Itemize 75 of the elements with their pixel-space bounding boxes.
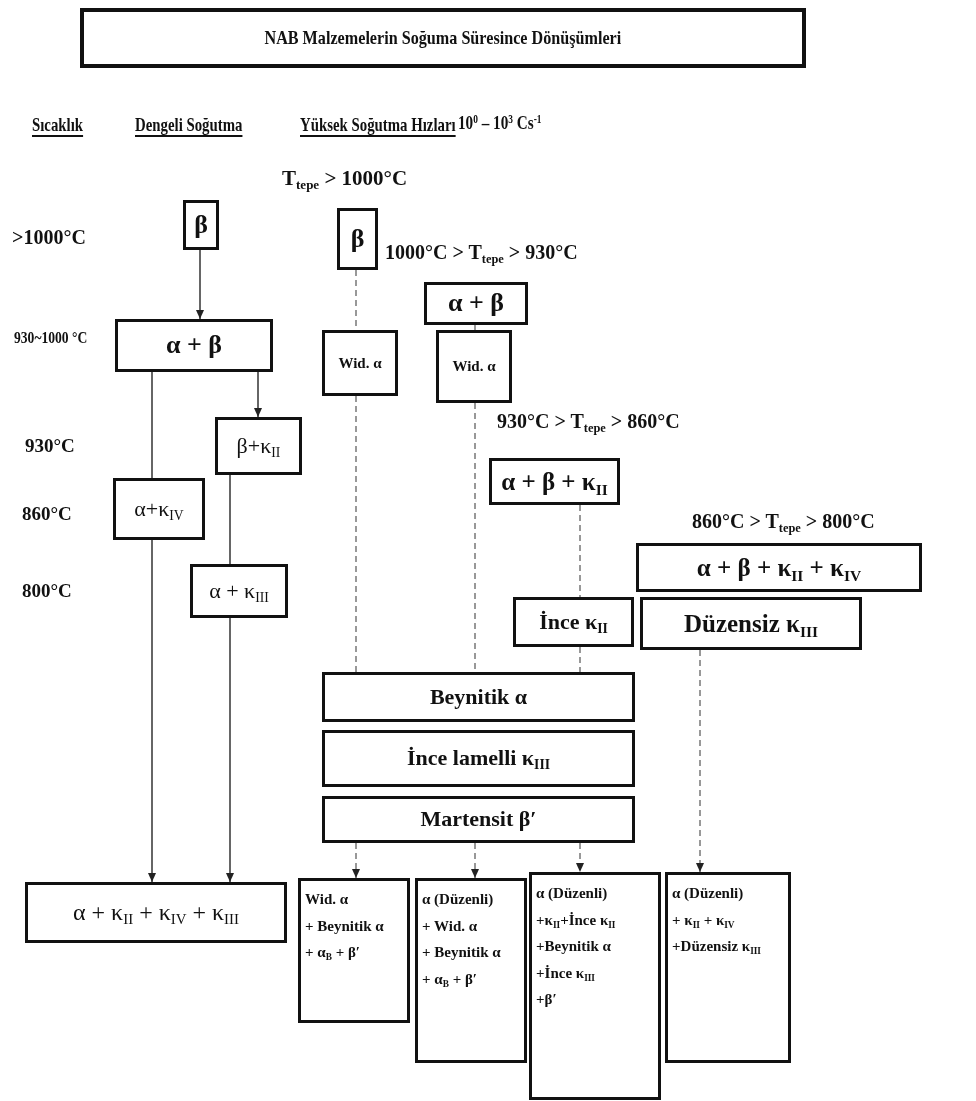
phase-box <box>322 796 635 843</box>
temperature-label: T$_{tepe}$ > 1000°C <box>282 166 408 191</box>
result-box <box>529 872 661 1100</box>
dashed-arrow <box>471 842 479 879</box>
temperature-label: 930~1000 °C <box>14 328 88 348</box>
phase-text: Wid. α <box>452 358 496 375</box>
phase-text: α + κ$_{III}$ <box>209 578 269 604</box>
phase-text: Düzensiz κ$_{III}$ <box>683 609 819 638</box>
result-box <box>665 872 791 1063</box>
dashed-arrow <box>352 842 360 879</box>
phase-text: + Beynitik α <box>422 944 501 961</box>
phase-text: α (Düzenli) <box>422 891 494 908</box>
phase-text: Wid. α <box>305 891 349 908</box>
phase-box <box>640 597 862 650</box>
temperature-label: 1000°C > T$_{tepe}$ > 930°C <box>385 241 578 264</box>
temperature-label: >1000°C <box>12 226 86 249</box>
phase-box <box>183 200 219 250</box>
phase-text: β+κ$_{II}$ <box>236 433 281 459</box>
phase-text: β <box>350 224 365 254</box>
phase-text: + Wid. α <box>422 917 478 934</box>
phase-text: + κ$_{II}$ + κ$_{IV}$ <box>672 911 735 928</box>
temperature-label: 930°C > T$_{tepe}$ > 860°C <box>497 410 680 433</box>
phase-text: +Düzensiz κ$_{III}$ <box>672 938 761 955</box>
phase-text: α + β + κ$_{II}$ + κ$_{IV}$ <box>696 553 862 582</box>
column-heading: Sıcaklık <box>32 114 84 136</box>
phase-box <box>489 458 620 505</box>
phase-text: α+κ$_{IV}$ <box>134 496 184 522</box>
temperature-label: 860°C <box>22 503 72 525</box>
phase-text: Martensit β′ <box>420 807 537 832</box>
phase-box <box>322 330 398 396</box>
phase-text: +β′ <box>536 991 557 1008</box>
rate-label: 10$^{0}$ – 10$^{3}$ Cs$^{-1}$ <box>458 112 542 134</box>
phase-text: + α$_{B}$ + β′ <box>305 944 361 961</box>
phase-box <box>115 319 273 372</box>
phase-text: α + β <box>448 289 504 318</box>
title-box: NAB Malzemelerin Soğuma Süresince Dönüşümleri <box>80 8 806 68</box>
arrow <box>254 371 262 418</box>
phase-text: α + κ$_{II}$ + κ$_{IV}$ + κ$_{III}$ <box>73 899 239 926</box>
result-box <box>415 878 527 1063</box>
phase-text: β <box>194 210 208 240</box>
column-heading: Yüksek Soğutma Hızları <box>300 114 456 136</box>
result-box <box>298 878 410 1023</box>
temperature-label: 860°C > T$_{tepe}$ > 800°C <box>692 510 875 533</box>
phase-box <box>190 564 288 618</box>
arrow <box>226 617 234 883</box>
phase-box <box>322 730 635 787</box>
phase-box <box>436 330 512 403</box>
phase-box <box>215 417 302 475</box>
arrow <box>196 249 204 320</box>
phase-box <box>424 282 528 325</box>
phase-text: +İnce κ$_{III}$ <box>536 964 595 981</box>
phase-text: +κ$_{II}$+İnce κ$_{II}$ <box>536 911 616 928</box>
phase-box <box>25 882 287 943</box>
phase-text: α (Düzenli) <box>672 885 744 902</box>
phase-text: α (Düzenli) <box>536 885 608 902</box>
phase-text: α + β + κ$_{II}$ <box>501 467 608 496</box>
phase-box <box>513 597 634 647</box>
phase-text: Beynitik α <box>429 684 528 710</box>
phase-text: +Beynitik α <box>536 938 611 955</box>
phase-box <box>337 208 378 270</box>
dashed-arrow <box>696 649 704 873</box>
dashed-arrow <box>576 842 584 873</box>
phase-box <box>113 478 205 540</box>
column-heading: Dengeli Soğutma <box>135 114 243 136</box>
phase-text: Wid. α <box>338 354 382 372</box>
temperature-label: 930°C <box>25 435 75 457</box>
phase-text: + Beynitik α <box>305 917 384 934</box>
temperature-label: 800°C <box>22 580 72 602</box>
phase-text: + α$_{B}$ + β′ <box>422 970 478 987</box>
phase-box <box>636 543 922 592</box>
phase-text: İnce κ$_{II}$ <box>539 609 608 635</box>
phase-text: İnce lamelli κ$_{III}$ <box>407 746 550 771</box>
arrow <box>148 539 156 883</box>
phase-text: α + β <box>166 331 222 360</box>
phase-box <box>322 672 635 722</box>
